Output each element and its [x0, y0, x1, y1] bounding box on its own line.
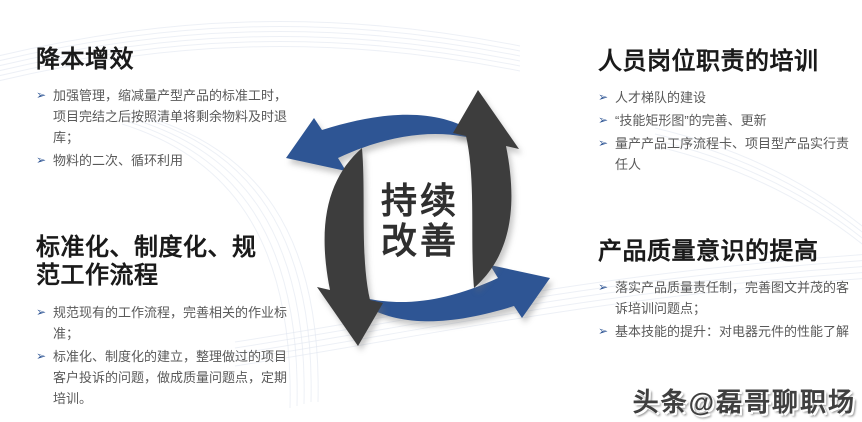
bullet-arrow-icon: ➢: [36, 304, 47, 319]
bullet-arrow-icon: ➢: [598, 324, 609, 339]
section-title: 降本增效: [36, 46, 134, 73]
list-item: ➢ “技能矩形图”的完善、更新: [598, 110, 850, 131]
list-item: ➢ 加强管理，缩减量产型产品的标准工时，项目完结之后按照清单将剩余物料及时退库；: [36, 85, 292, 148]
cycle-arrow-right-dark: [453, 90, 519, 288]
section-standardization: 标准化、制度化、规范工作流程 ➢ 规范现有的工作流程，完善相关的作业标准； ➢ …: [36, 234, 292, 409]
cycle-arrow-left-dark: [317, 148, 383, 346]
bullet-arrow-icon: ➢: [598, 90, 609, 105]
center-label-line2: 改善: [380, 219, 459, 261]
section-job-training: 人员岗位职责的培训 ➢ 人才梯队的建设 ➢ “技能矩形图”的完善、更新 ➢ 量产…: [598, 48, 850, 175]
center-label-line1: 持续: [380, 180, 459, 221]
center-label: 持续 改善: [366, 181, 474, 260]
bullet-text: 物料的二次、循环利用: [53, 153, 184, 169]
bullet-text: 落实产品质量责任制，完善图文并茂的客诉培训问题点；: [615, 280, 850, 317]
list-item: ➢ 人才梯队的建设: [598, 87, 850, 108]
section-title: 标准化、制度化、规范工作流程: [36, 234, 257, 290]
list-item: ➢ 落实产品质量责任制，完善图文并茂的客诉培训问题点；: [598, 277, 850, 319]
bullet-arrow-icon: ➢: [36, 88, 47, 103]
bullet-text: 量产产品工序流程卡、项目型产品实行责任人: [615, 136, 850, 173]
bullet-arrow-icon: ➢: [36, 348, 47, 363]
watermark-author-badge: 头条@磊哥聊职场: [632, 387, 856, 417]
bullet-text: 加强管理，缩减量产型产品的标准工时，项目完结之后按照清单将剩余物料及时退库；: [53, 88, 288, 146]
list-item: ➢ 标准化、制度化的建立，整理做过的项目客户投诉的问题，做成质量问题点，定期培训…: [36, 346, 292, 409]
bullet-text: 基本技能的提升：对电器元件的性能了解: [615, 324, 850, 340]
bullet-text: “技能矩形图”的完善、更新: [615, 113, 767, 129]
bullet-arrow-icon: ➢: [598, 136, 609, 151]
bullet-text: 规范现有的工作流程，完善相关的作业标准；: [53, 304, 288, 341]
section-quality-awareness: 产品质量意识的提高 ➢ 落实产品质量责任制，完善图文并茂的客诉培训问题点； ➢ …: [598, 238, 850, 342]
bullet-arrow-icon: ➢: [598, 113, 609, 128]
list-item: ➢ 基本技能的提升：对电器元件的性能了解: [598, 321, 850, 342]
bullet-arrow-icon: ➢: [36, 153, 47, 168]
section-title: 产品质量意识的提高: [598, 238, 819, 265]
list-item: ➢ 物料的二次、循环利用: [36, 150, 292, 171]
cycle-arrow-top-blue: [286, 114, 490, 171]
cycle-arrow-bottom-blue: [346, 265, 550, 322]
continuous-improvement-cycle-diagram: [286, 90, 550, 346]
bullet-text: 标准化、制度化的建立，整理做过的项目客户投诉的问题，做成质量问题点，定期培训。: [53, 348, 288, 406]
bullet-arrow-icon: ➢: [598, 280, 609, 295]
section-cost-reduction: 降本增效 ➢ 加强管理，缩减量产型产品的标准工时，项目完结之后按照清单将剩余物料…: [36, 46, 292, 171]
bullet-text: 人才梯队的建设: [615, 90, 707, 106]
section-title: 人员岗位职责的培训: [598, 48, 819, 75]
list-item: ➢ 规范现有的工作流程，完善相关的作业标准；: [36, 302, 292, 344]
list-item: ➢ 量产产品工序流程卡、项目型产品实行责任人: [598, 133, 850, 175]
